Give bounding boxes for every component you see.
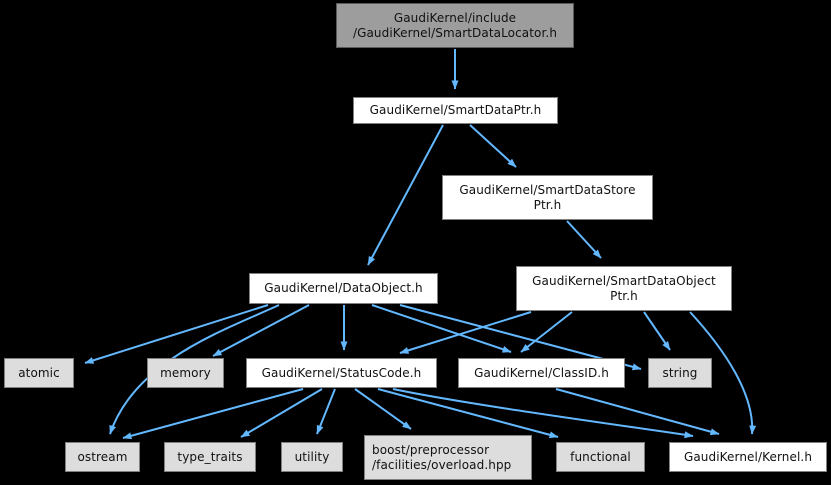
graph-node-dataobject[interactable]: GaudiKernel/DataObject.h	[249, 273, 438, 304]
graph-node-ostream[interactable]: ostream	[65, 442, 140, 472]
edge-smartdatastoreptr-to-smartdataobjectptr	[566, 220, 602, 259]
edge-classid-to-kernel	[555, 388, 720, 436]
edge-dataobject-to-classid	[371, 304, 512, 353]
graph-node-statuscode[interactable]: GaudiKernel/StatusCode.h	[246, 358, 437, 388]
graph-node-utility[interactable]: utility	[281, 442, 343, 472]
graph-node-smartdatastoreptr[interactable]: GaudiKernel/SmartDataStore Ptr.h	[442, 175, 653, 220]
graph-node-string[interactable]: string	[648, 358, 712, 388]
graph-node-type_traits[interactable]: type_traits	[164, 442, 256, 472]
graph-node-memory[interactable]: memory	[147, 358, 224, 388]
edge-smartdataobjectptr-to-string	[643, 311, 671, 351]
edge-smartdataobjectptr-to-classid	[520, 311, 573, 353]
graph-node-functional[interactable]: functional	[556, 442, 645, 472]
graph-node-kernel[interactable]: GaudiKernel/Kernel.h	[669, 442, 827, 472]
edge-statuscode-to-type_traits	[240, 388, 323, 438]
graph-node-root[interactable]: GaudiKernel/include /GaudiKernel/SmartDa…	[336, 3, 574, 48]
edge-dataobject-to-memory	[212, 304, 310, 357]
edge-statuscode-to-boost_overload	[354, 388, 412, 430]
graph-node-atomic[interactable]: atomic	[4, 358, 74, 388]
edge-statuscode-to-utility	[316, 388, 336, 435]
edge-dataobject-to-atomic	[84, 304, 269, 364]
edge-statuscode-to-ostream	[122, 388, 304, 440]
edge-smartdataptr-to-smartdatastoreptr	[469, 124, 517, 168]
graph-node-classid[interactable]: GaudiKernel/ClassID.h	[458, 358, 625, 388]
graph-node-boost_overload[interactable]: boost/preprocessor /facilities/overload.…	[364, 435, 532, 480]
edge-dataobject-to-ostream	[109, 304, 280, 435]
edge-smartdataptr-to-dataobject	[367, 124, 444, 266]
edge-statuscode-to-kernel	[392, 388, 694, 439]
graph-node-smartdataptr[interactable]: GaudiKernel/SmartDataPtr.h	[353, 97, 558, 124]
edge-statuscode-to-functional	[377, 388, 559, 439]
graph-node-smartdataobjectptr[interactable]: GaudiKernel/SmartDataObject Ptr.h	[516, 266, 732, 311]
edge-smartdataobjectptr-to-statuscode	[399, 311, 532, 354]
edge-smartdataobjectptr-to-kernel	[689, 311, 757, 435]
